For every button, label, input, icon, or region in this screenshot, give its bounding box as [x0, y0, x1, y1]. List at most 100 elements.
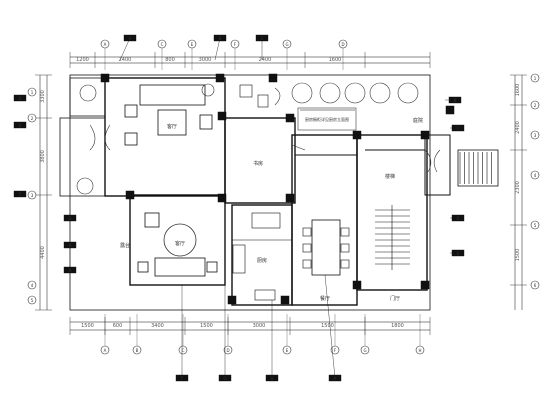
- basin: [257, 94, 269, 108]
- room-tag-dining: 餐厅: [320, 295, 330, 302]
- column: [125, 190, 135, 200]
- dim-label-left: 3800: [40, 150, 46, 163]
- callout-tag: [255, 34, 269, 42]
- callout-tag-label: E: [457, 251, 460, 256]
- column: [285, 193, 295, 203]
- door-swing: [274, 87, 281, 106]
- cooktop: [232, 244, 246, 274]
- column: [227, 295, 237, 305]
- axis-marker-left-label: 2: [31, 116, 34, 121]
- column: [217, 193, 227, 203]
- axis-marker-right-label: 3: [534, 133, 537, 138]
- callout-tag: [175, 374, 189, 382]
- dim-label-left: 3300: [40, 90, 46, 103]
- chair: [302, 259, 312, 269]
- callout-tag-label: G: [68, 216, 71, 221]
- chair: [340, 227, 350, 237]
- plan-static: [59, 74, 499, 311]
- callout-tag: [13, 94, 27, 102]
- note-box: [297, 107, 357, 131]
- dim-label-bottom: 1800: [391, 323, 404, 329]
- dim-label-top: 1200: [76, 57, 89, 63]
- dim-label-top: 2400: [259, 57, 272, 63]
- axis-marker-right: [530, 220, 540, 230]
- callout-tag: [451, 124, 465, 132]
- dim-label-bottom: 3400: [151, 323, 164, 329]
- callout-leader: [119, 37, 131, 61]
- column: [215, 73, 225, 83]
- axis-marker-right-label: 5: [534, 223, 537, 228]
- armchair: [124, 104, 138, 118]
- callout-leader: [324, 274, 336, 379]
- door-swing: [104, 124, 111, 151]
- terrace-left: [59, 117, 106, 197]
- callout-tag: [448, 96, 462, 104]
- shrub: [344, 82, 366, 104]
- callout-tag-label: G: [223, 376, 226, 381]
- callout-tag: [265, 374, 279, 382]
- axis-marker-right-label: 6: [534, 283, 537, 288]
- callout-tag: [63, 214, 77, 222]
- axis-marker-bottom-label: G: [363, 348, 366, 353]
- axis-marker-bottom-label: F: [334, 348, 337, 353]
- dim-label-bottom: 1500: [321, 323, 334, 329]
- walls: [89, 73, 455, 306]
- axis-marker-right: [530, 130, 540, 140]
- callout-leader: [214, 37, 221, 61]
- callout-tag-label: A: [69, 268, 72, 273]
- axis-marker-right-label: 2: [534, 103, 537, 108]
- callout-tag-label: F: [19, 192, 22, 197]
- callout-tag: [13, 190, 27, 198]
- axis-marker-top-label: C: [161, 42, 164, 47]
- column: [420, 280, 430, 290]
- axis-marker-left: [27, 190, 37, 200]
- toilet: [239, 84, 253, 98]
- armchair: [144, 212, 160, 228]
- room-tag-living: 客厅: [175, 240, 185, 247]
- dim-label-top: 2400: [119, 57, 132, 63]
- dim-label-bottom: 1500: [81, 323, 94, 329]
- column: [285, 113, 295, 123]
- column: [217, 111, 227, 121]
- chair: [302, 227, 312, 237]
- callout-tag-label: D: [18, 96, 21, 101]
- callout-tag-label: A: [334, 376, 337, 381]
- chair: [340, 259, 350, 269]
- door-swing: [424, 149, 432, 173]
- callout-tag: [63, 241, 77, 249]
- axis-marker-left: [27, 295, 37, 305]
- axis-marker-top-label: D: [341, 42, 344, 47]
- terrace-top-left: [69, 77, 106, 117]
- door-swing: [291, 144, 306, 151]
- column: [100, 73, 110, 83]
- column: [352, 130, 362, 140]
- callout-tag-label: C: [261, 36, 264, 41]
- outer-boundary: [69, 74, 431, 311]
- dim-label-left: 4400: [40, 246, 46, 259]
- shrub: [291, 82, 313, 104]
- room-tag-living: 客厅: [167, 123, 177, 130]
- callout-tag-label: D: [456, 216, 459, 221]
- room-tag-terrace: 露台: [120, 242, 130, 249]
- axis-marker-left-label: 1: [31, 90, 34, 95]
- counter: [251, 212, 281, 229]
- shrub: [397, 82, 419, 104]
- dim-label-right: 2400: [515, 121, 521, 134]
- plant: [76, 177, 94, 195]
- callout-tag-label: H: [270, 376, 273, 381]
- dim-label-top: 800: [165, 57, 175, 63]
- column: [268, 73, 278, 83]
- exterior-steps: [457, 149, 499, 187]
- axis-marker-top-label: G: [285, 42, 288, 47]
- side-table: [206, 261, 218, 273]
- dining-table: [311, 219, 341, 276]
- dim-label-right: 2300: [515, 181, 521, 194]
- room-tag-entry: 门厅: [390, 295, 400, 302]
- armchair: [199, 114, 213, 130]
- callout-tag: [218, 374, 232, 382]
- door-swing: [89, 124, 96, 151]
- room-tag-garden: 庭院: [413, 117, 423, 124]
